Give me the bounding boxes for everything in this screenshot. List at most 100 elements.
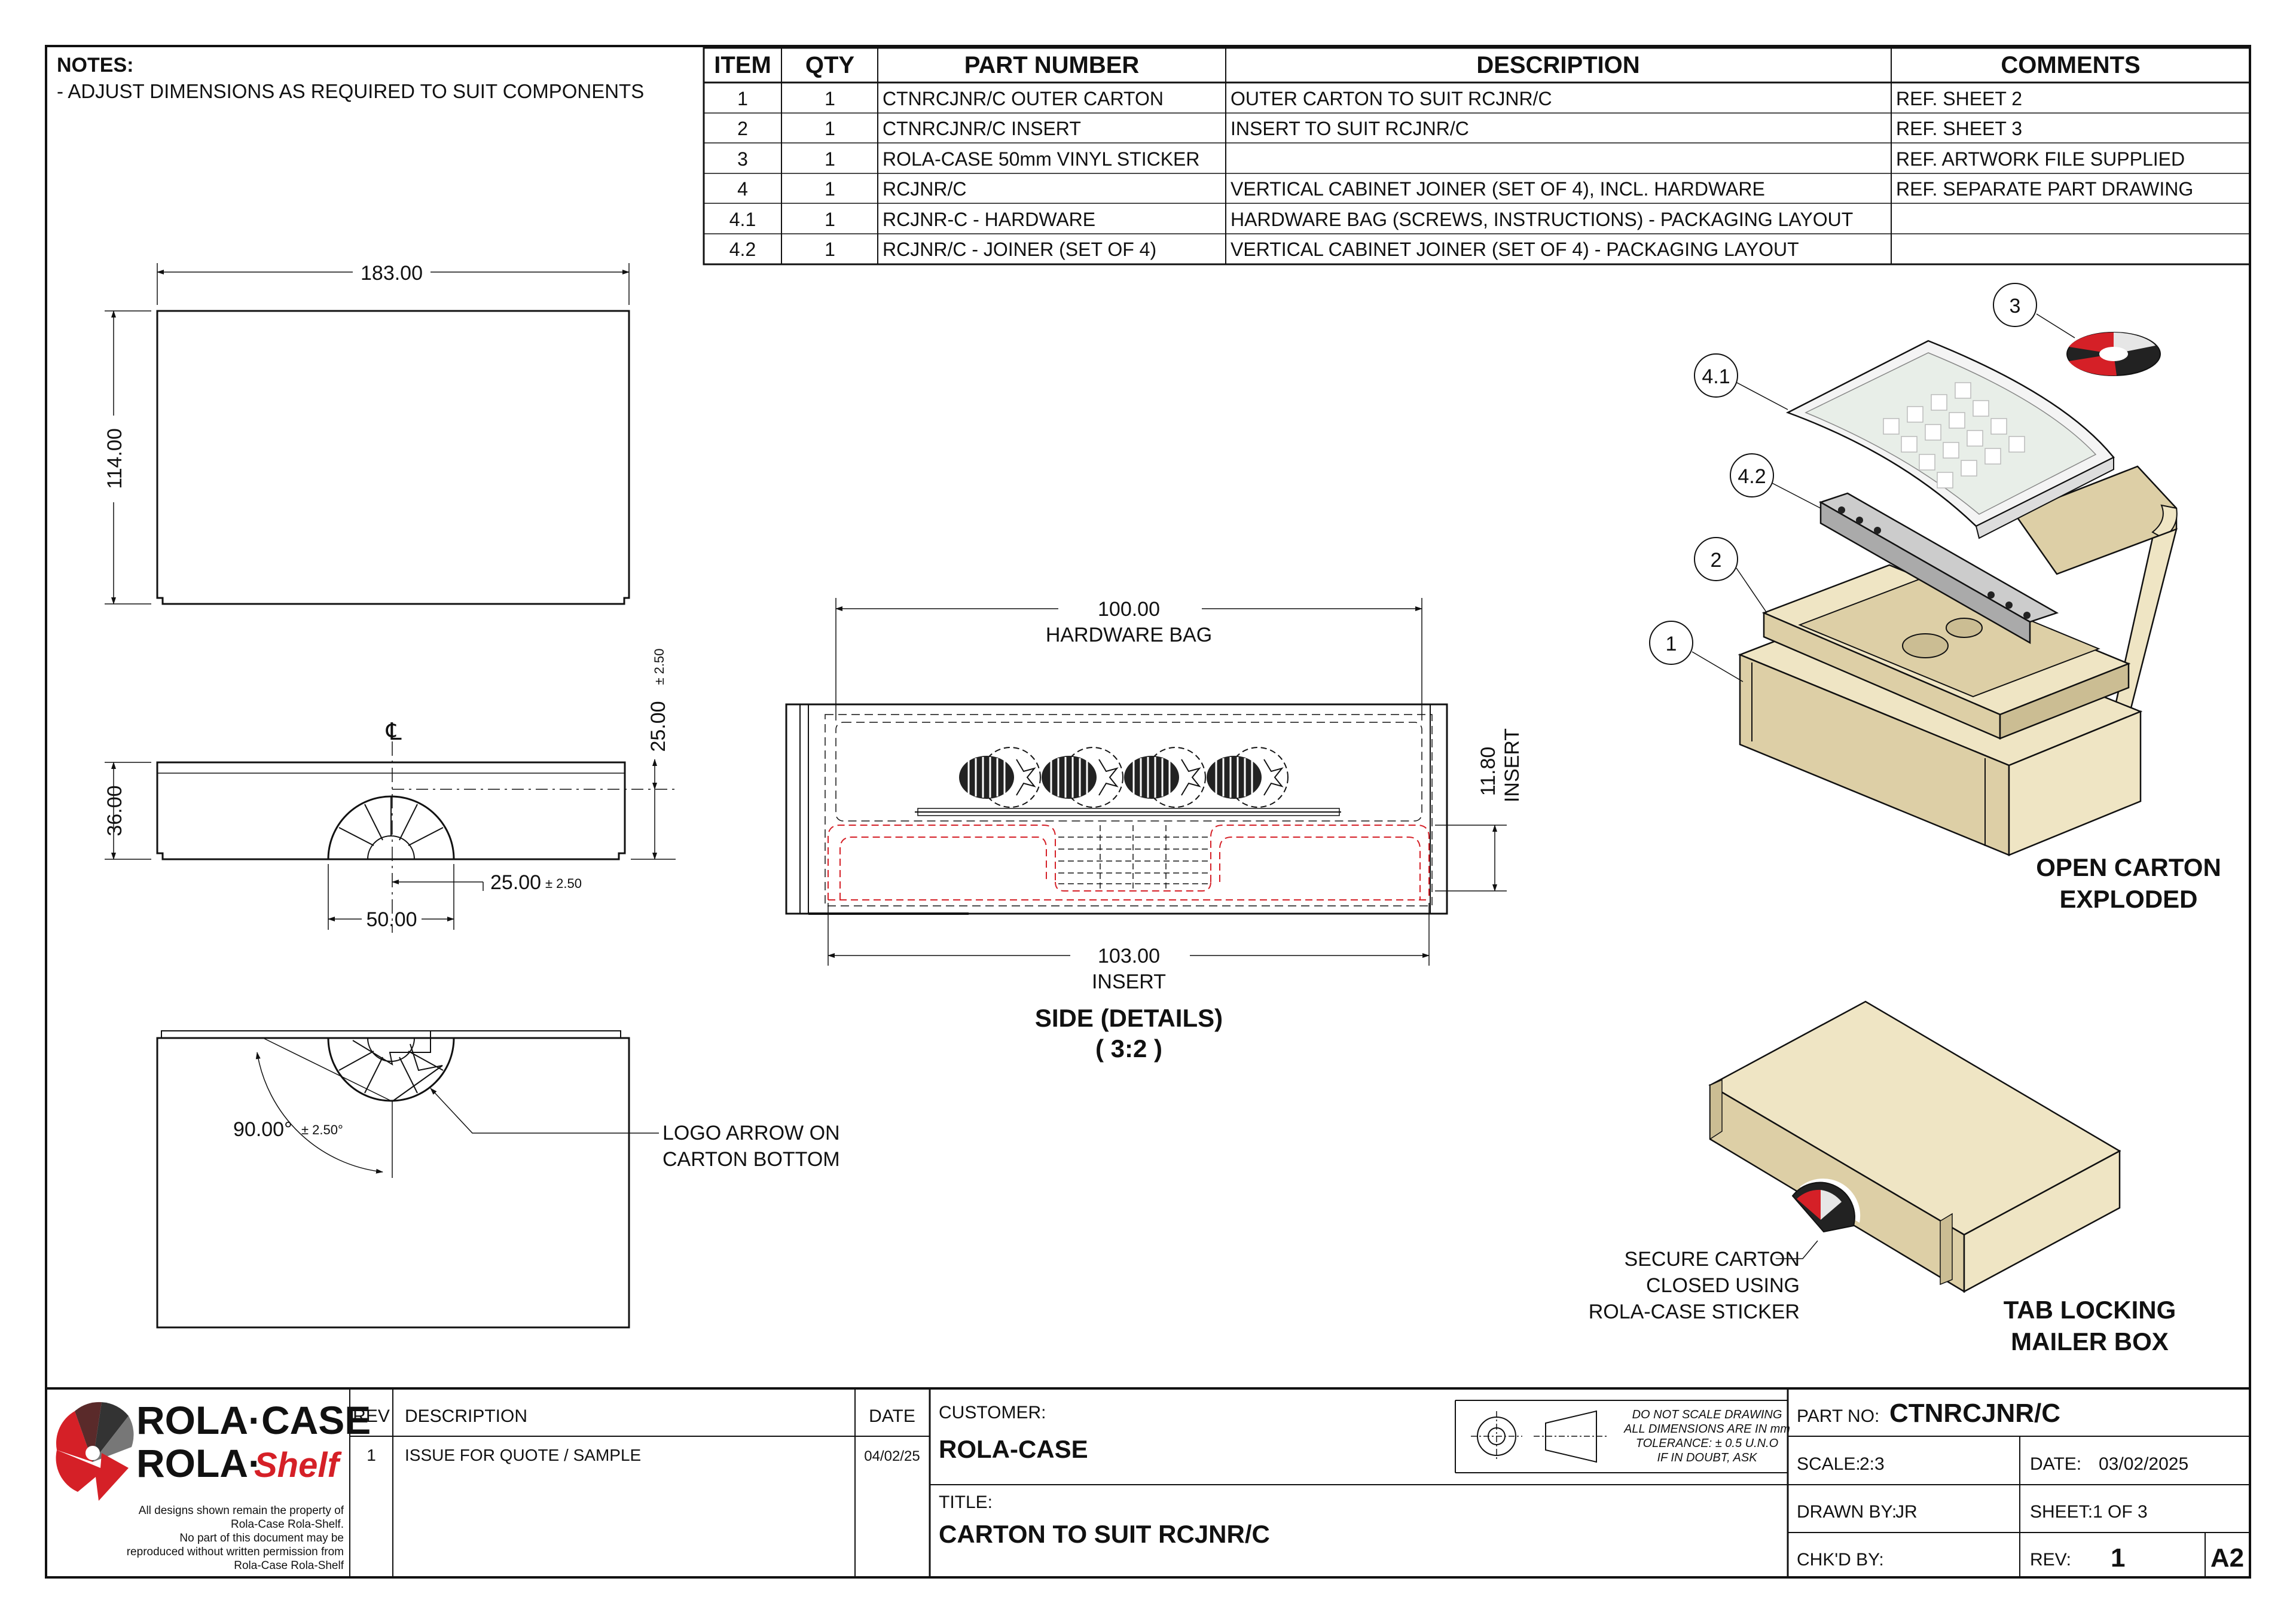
sheet-label: SHEET:	[2030, 1502, 2093, 1522]
dim-front-offset: 25.00	[490, 871, 541, 894]
scale-value: 2:3	[1860, 1454, 1885, 1474]
rev-number: 1	[2111, 1543, 2125, 1573]
secure-note-line-1: SECURE CARTON	[1625, 1248, 1800, 1271]
bom-row-4-desc: VERTICAL CABINET JOINER (SET OF 4), INCL…	[1231, 178, 1765, 200]
sticker-part	[2066, 332, 2161, 376]
date-label: DATE:	[2030, 1454, 2081, 1474]
dim-front-depth-tol: ± 2.50	[652, 648, 667, 685]
side-detail-view: 100.00 HARDWARE BAG 11.80 INSERT 103.00 …	[785, 598, 1523, 1063]
balloon-4-2-label: 4.2	[1738, 465, 1766, 488]
closed-box-side	[1963, 1149, 2121, 1293]
bom-row-1-item: 1	[737, 88, 748, 109]
sheet-size: A2	[2210, 1543, 2244, 1573]
bom-row-4-qty: 1	[825, 178, 835, 200]
scale-note-4: IF IN DOUBT, ASK	[1657, 1451, 1758, 1464]
bom-row-2-qty: 1	[825, 118, 835, 139]
bom-header-qty: QTY	[805, 52, 855, 78]
rev-header: REV	[353, 1406, 390, 1426]
bom-row-5-item: 4.1	[729, 209, 756, 230]
title-block: ROLA·CASE ROLA· Shelf All designs shown …	[46, 1387, 2250, 1577]
carton-base-side	[2008, 710, 2142, 856]
dim-top-width: 183.00	[361, 262, 423, 285]
open-carton-title-1: OPEN CARTON	[2036, 853, 2221, 881]
part-no-label: PART NO:	[1797, 1406, 1879, 1426]
balloon-1	[1649, 621, 1693, 665]
date-value: 03/02/2025	[2099, 1454, 2188, 1474]
bom-header-part: PART NUMBER	[964, 52, 1140, 78]
rola-case-logo: ROLA·CASE ROLA· Shelf	[56, 1398, 371, 1501]
dim-side-right: 11.80	[1477, 747, 1500, 796]
balloon-4-2	[1730, 453, 1774, 497]
title-label: TITLE:	[939, 1492, 993, 1512]
bom-row-5-desc: HARDWARE BAG (SCREWS, INSTRUCTIONS) - PA…	[1231, 209, 1853, 230]
iso-exploded-view: 3 4.1 4.2 2 1 OPEN CARTON EXPLODED	[1649, 283, 2221, 913]
bom-row-6-qty: 1	[825, 239, 835, 260]
checked-by-label: CHK'D BY:	[1797, 1550, 1884, 1570]
scale-note-2: ALL DIMENSIONS ARE IN mm	[1623, 1422, 1790, 1436]
customer-label: CUSTOMER:	[939, 1403, 1046, 1422]
balloon-1-label: 1	[1666, 633, 1677, 655]
brand-rola: ROLA·	[136, 1441, 261, 1485]
logo-note-line-1: LOGO ARROW ON	[662, 1122, 840, 1144]
secure-note-line-2: CLOSED USING	[1646, 1274, 1800, 1297]
drawn-by-label: DRAWN BY:	[1797, 1502, 1897, 1522]
bom-row-6-item: 4.2	[729, 239, 756, 260]
bom-row-5-part: RCJNR-C - HARDWARE	[883, 209, 1095, 230]
insert-hidden-red	[828, 825, 1430, 900]
bom-row-6-desc: VERTICAL CABINET JOINER (SET OF 4) - PAC…	[1231, 239, 1799, 260]
rev-label: REV:	[2030, 1550, 2071, 1570]
bom-row-3-comment: REF. ARTWORK FILE SUPPLIED	[1896, 148, 2185, 170]
bom-row-2-comment: REF. SHEET 3	[1896, 118, 2022, 139]
rev-date-header: DATE	[869, 1406, 915, 1426]
bom-row-2-item: 2	[737, 118, 748, 139]
disclaimer-line-2: Rola-Case Rola-Shelf.	[231, 1518, 344, 1531]
secure-note-line-3: ROLA-CASE STICKER	[1589, 1301, 1800, 1323]
sheet-value: 1 OF 3	[2093, 1502, 2148, 1522]
centerline-symbol: ℄	[386, 719, 402, 745]
dim-side-top-label: HARDWARE BAG	[1046, 624, 1212, 646]
top-view-outline	[156, 310, 630, 605]
dim-side-bottom: 103.00	[1098, 945, 1160, 967]
dim-angle-tol: ± 2.50°	[301, 1122, 343, 1137]
scale-note-3: TOLERANCE: ± 0.5 U.N.O	[1636, 1437, 1778, 1450]
brand-rola-case: ROLA·CASE	[136, 1398, 371, 1442]
dim-side-bottom-label: INSERT	[1092, 970, 1166, 993]
notes-heading: NOTES:	[57, 54, 133, 77]
logo-note-line-2: CARTON BOTTOM	[662, 1148, 840, 1171]
bom-row-1-part: CTNRCJNR/C OUTER CARTON	[883, 88, 1164, 109]
bom-header-item: ITEM	[714, 52, 771, 78]
dim-front-width: 50.00	[366, 908, 417, 931]
closed-box-title-2: MAILER BOX	[2011, 1327, 2169, 1356]
bom-row-6-part: RCJNR/C - JOINER (SET OF 4)	[883, 239, 1156, 260]
disclaimer-line-5: Rola-Case Rola-Shelf	[234, 1559, 344, 1572]
bom-table: ITEM QTY PART NUMBER DESCRIPTION COMMENT…	[703, 47, 2251, 265]
dim-side-right-label: INSERT	[1501, 728, 1523, 802]
bom-row-1-comment: REF. SHEET 2	[1896, 88, 2022, 109]
balloon-3-label: 3	[2010, 295, 2021, 318]
disclaimer-line-1: All designs shown remain the property of	[139, 1504, 344, 1517]
projection-symbol	[1471, 1410, 1608, 1463]
rev-description: ISSUE FOR QUOTE / SAMPLE	[405, 1446, 641, 1464]
scale-note-1: DO NOT SCALE DRAWING	[1632, 1408, 1782, 1421]
note-item-1: - ADJUST DIMENSIONS AS REQUIRED TO SUIT …	[57, 80, 644, 102]
drawn-by-value: JR	[1895, 1502, 1918, 1522]
bom-row-1-qty: 1	[825, 88, 835, 109]
part-no-value: CTNRCJNR/C	[1889, 1399, 2060, 1428]
bottom-view-outline	[156, 1037, 630, 1329]
front-view-outline	[156, 761, 626, 860]
bom-row-1-desc: OUTER CARTON TO SUIT RCJNR/C	[1231, 88, 1552, 109]
balloon-2-label: 2	[1711, 549, 1722, 572]
dim-front-depth: 25.00	[647, 701, 670, 752]
bom-row-4-part: RCJNR/C	[883, 178, 966, 200]
side-view-title: SIDE (DETAILS)	[1035, 1004, 1223, 1032]
balloon-3	[1993, 283, 2037, 327]
bom-header-comments: COMMENTS	[2001, 52, 2140, 78]
rev-desc-header: DESCRIPTION	[405, 1406, 527, 1426]
side-view-scale: ( 3:2 )	[1095, 1034, 1162, 1063]
rev-value: 1	[367, 1446, 376, 1464]
notes-block: NOTES: - ADJUST DIMENSIONS AS REQUIRED T…	[57, 54, 644, 102]
hardware-bag-hidden	[835, 722, 1422, 822]
bom-row-2-desc: INSERT TO SUIT RCJNR/C	[1231, 118, 1469, 139]
bottom-view: 90.00° ± 2.50° LOGO ARROW ON CARTON BOTT…	[156, 1030, 840, 1329]
